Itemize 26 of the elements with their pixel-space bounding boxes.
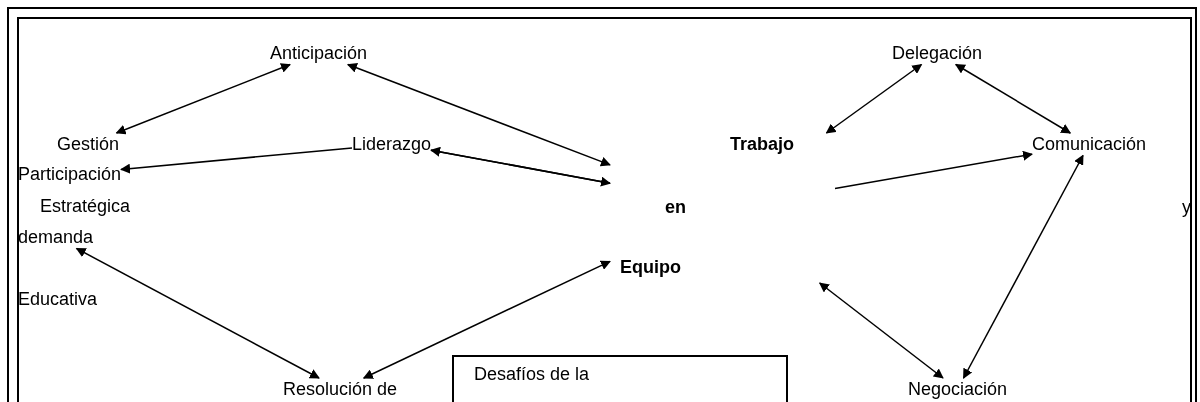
arrow — [346, 63, 611, 167]
concept-label: y — [1182, 196, 1191, 219]
arrow — [954, 63, 1072, 134]
heading-text: en — [665, 196, 686, 219]
arrow — [818, 282, 944, 379]
concept-label: Comunicación — [1032, 133, 1147, 156]
heading-text: Equipo — [620, 256, 681, 279]
concept-label: Negociación — [908, 378, 1008, 401]
concept-label: Participación — [18, 163, 122, 186]
text-box: Desafíos de la — [452, 355, 788, 402]
concept-label: Liderazgo — [352, 133, 432, 156]
concept-label: Resolución de — [283, 378, 398, 401]
arrow — [362, 260, 611, 379]
arrow — [825, 63, 923, 134]
concept-label: Gestión — [57, 133, 120, 156]
concept-label: Estratégica — [40, 195, 131, 218]
arrow — [120, 147, 353, 174]
concept-label: Educativa — [18, 288, 98, 311]
arrow — [962, 154, 1084, 379]
arrow — [75, 247, 320, 379]
heading-text: Trabajo — [730, 133, 795, 156]
concept-label: demanda — [18, 226, 94, 249]
arrow — [115, 63, 291, 135]
concept-label: Delegación — [892, 42, 983, 65]
arrow — [834, 150, 1033, 190]
concept-label: Anticipación — [270, 42, 368, 65]
